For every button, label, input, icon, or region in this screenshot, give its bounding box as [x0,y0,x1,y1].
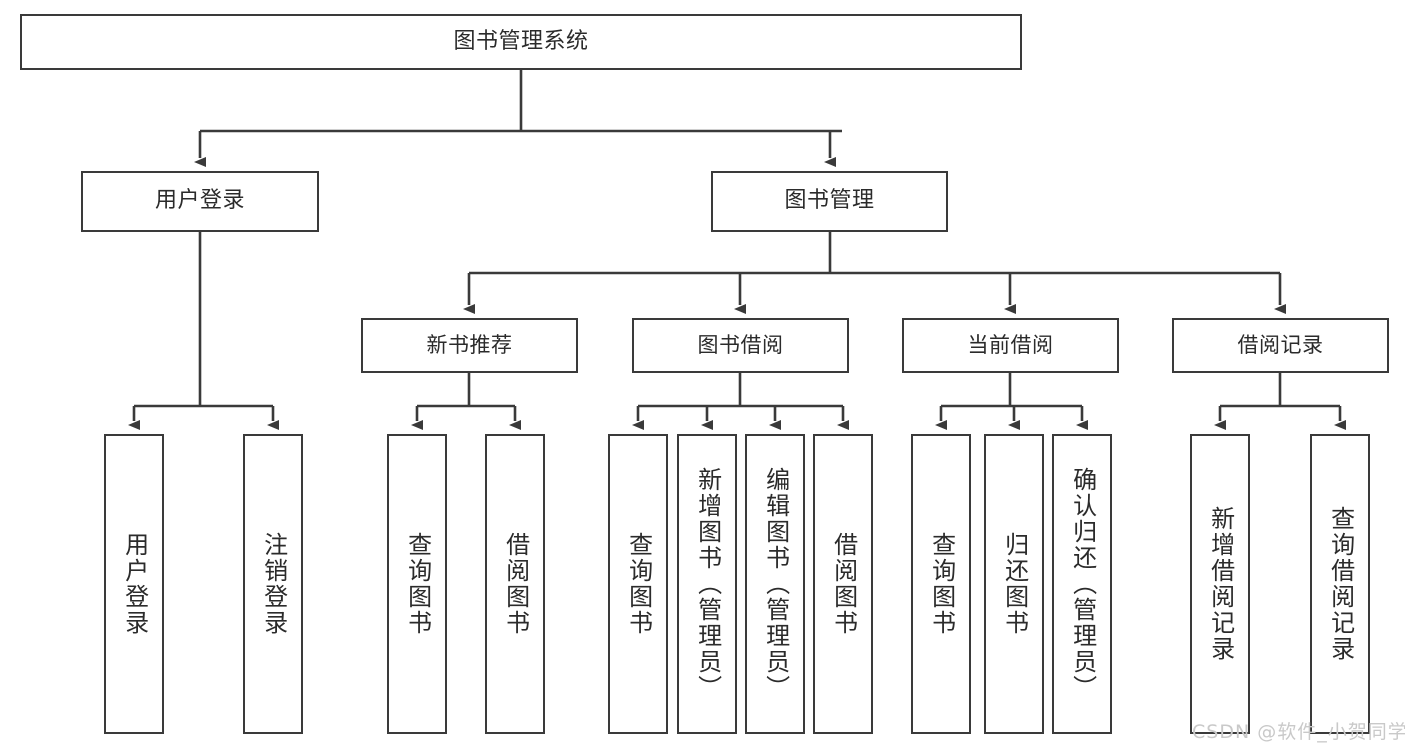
node-leaf-user-login-label: 用户登录 [120,532,149,636]
node-leaf-edit-book[interactable]: 编辑图书（管理员） [745,434,805,734]
node-current-borrow[interactable]: 当前借阅 [902,318,1119,373]
node-borrow-record[interactable]: 借阅记录 [1172,318,1389,373]
node-leaf-query-record[interactable]: 查询借阅记录 [1310,434,1370,734]
node-user-login-label: 用户登录 [154,188,245,214]
node-leaf-query-record-label: 查询借阅记录 [1326,506,1355,662]
node-leaf-borrow-book-2-label: 借阅图书 [829,532,858,636]
node-current-borrow-label: 当前借阅 [967,332,1054,357]
node-leaf-logout[interactable]: 注销登录 [243,434,303,734]
node-user-login[interactable]: 用户登录 [81,171,319,232]
csdn-watermark: CSDN @软件_小贺同学 [1192,721,1405,743]
node-leaf-borrow-book-1[interactable]: 借阅图书 [485,434,545,734]
node-leaf-return-book[interactable]: 归还图书 [984,434,1044,734]
node-new-book-rec-label: 新书推荐 [426,332,513,357]
node-leaf-add-book-label: 新增图书（管理员） [693,467,722,701]
node-leaf-query-book-3[interactable]: 查询图书 [911,434,971,734]
node-leaf-query-book-3-label: 查询图书 [927,532,956,636]
node-leaf-add-record-label: 新增借阅记录 [1206,506,1235,662]
node-leaf-add-record[interactable]: 新增借阅记录 [1190,434,1250,734]
node-leaf-borrow-book-1-label: 借阅图书 [501,532,530,636]
node-leaf-query-book-1[interactable]: 查询图书 [387,434,447,734]
node-new-book-rec[interactable]: 新书推荐 [361,318,578,373]
node-book-borrow-label: 图书借阅 [697,332,784,357]
node-root[interactable]: 图书管理系统 [20,14,1022,70]
node-leaf-logout-label: 注销登录 [259,532,288,636]
node-leaf-confirm-return-label: 确认归还（管理员） [1068,467,1097,701]
node-book-manage[interactable]: 图书管理 [711,171,948,232]
node-leaf-borrow-book-2[interactable]: 借阅图书 [813,434,873,734]
node-root-label: 图书管理系统 [453,28,589,54]
node-borrow-record-label: 借阅记录 [1237,332,1324,357]
node-leaf-confirm-return[interactable]: 确认归还（管理员） [1052,434,1112,734]
node-leaf-user-login[interactable]: 用户登录 [104,434,164,734]
node-leaf-query-book-1-label: 查询图书 [403,532,432,636]
node-book-borrow[interactable]: 图书借阅 [632,318,849,373]
node-leaf-add-book[interactable]: 新增图书（管理员） [677,434,737,734]
node-leaf-edit-book-label: 编辑图书（管理员） [761,467,790,701]
node-leaf-return-book-label: 归还图书 [1000,532,1029,636]
node-book-manage-label: 图书管理 [784,188,875,214]
node-leaf-query-book-2[interactable]: 查询图书 [608,434,668,734]
node-leaf-query-book-2-label: 查询图书 [624,532,653,636]
